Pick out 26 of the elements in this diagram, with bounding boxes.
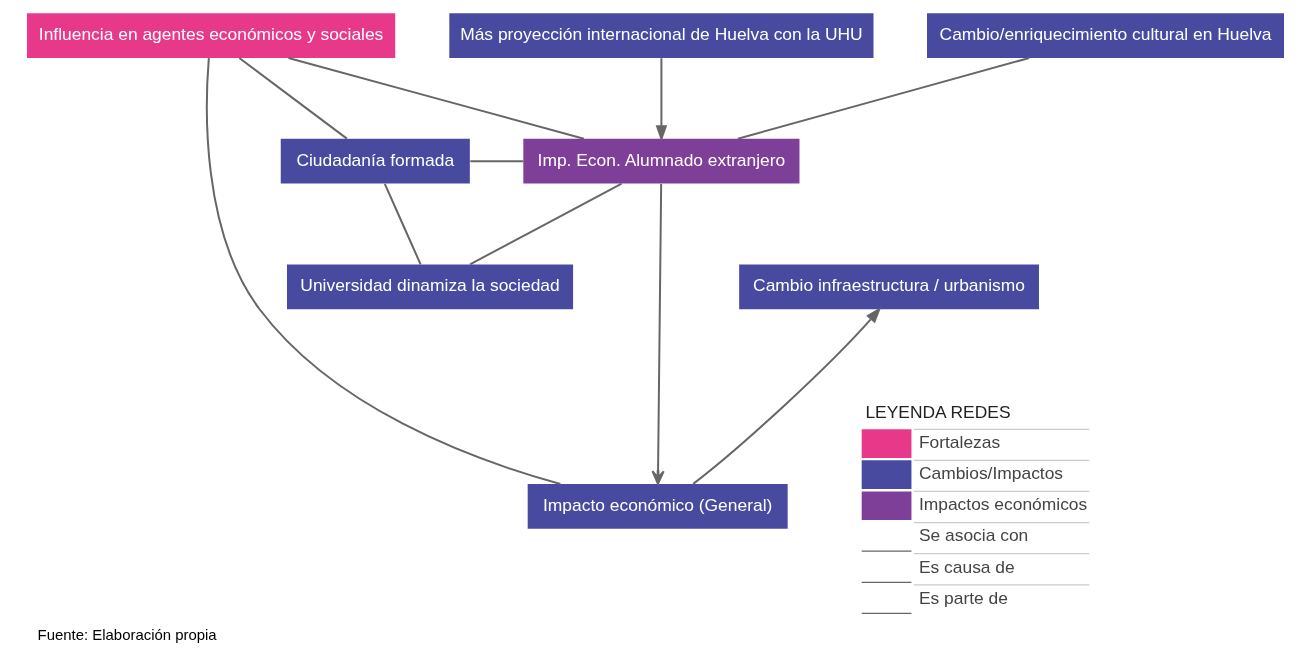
connector — [468, 160, 524, 163]
legend-label: Impactos económicos — [918, 494, 1087, 515]
node-box: Más proyección internacional de Huelva con la UHU — [448, 13, 873, 58]
connector — [736, 56, 1030, 140]
node-box: Universidad dinamiza la sociedad — [286, 264, 573, 310]
connector — [237, 56, 348, 140]
legend-label: Se asocia con — [918, 525, 1028, 546]
connector — [205, 57, 561, 485]
node-box: Influencia en agentes económicos y sociales — [26, 13, 395, 58]
legend-label: Es causa de — [918, 556, 1015, 577]
node-box: Cambio infraestructura / urbanismo — [738, 264, 1039, 310]
connector — [383, 182, 422, 266]
arrow — [655, 57, 667, 142]
caption: Fuente: Elaboración propia — [37, 625, 217, 643]
arrow — [650, 182, 665, 485]
legend-label: Cambios/Impactos — [918, 463, 1063, 484]
label: LEYENDA REDES — [864, 402, 1011, 423]
connector — [468, 182, 623, 266]
legend-label: Fortalezas — [918, 432, 1000, 453]
connector — [287, 56, 585, 140]
node-box: Impacto económico (General) — [527, 484, 788, 529]
node-box: Cambio/enriquecimiento cultural en Huelva — [926, 13, 1284, 58]
legend-label: Es parte de — [918, 587, 1008, 608]
node-box: Ciudadanía formada — [280, 138, 470, 184]
node-box: Imp. Econ. Alumnado extranjero — [522, 138, 799, 184]
arrow — [691, 307, 881, 485]
